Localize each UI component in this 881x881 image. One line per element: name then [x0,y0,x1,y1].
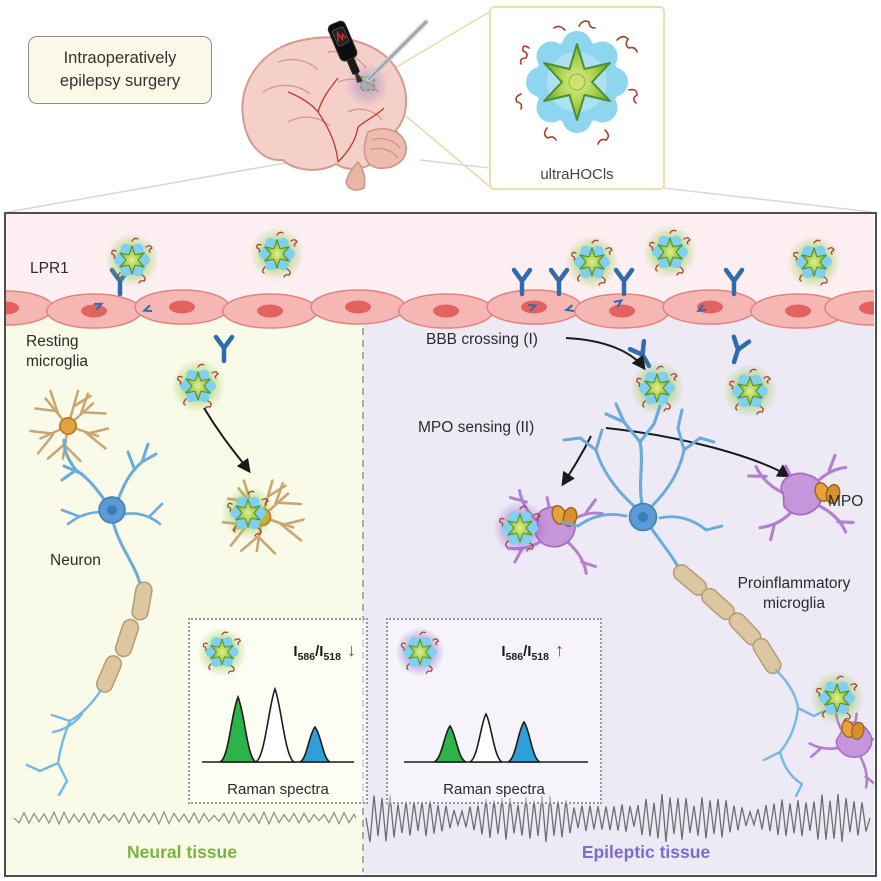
peak-middle [252,686,298,763]
intensity-ratio: I586/I518↓ [293,640,356,663]
neuron-left [60,438,164,586]
down-arrow-icon: ↓ [347,640,356,660]
surface-proteins [515,20,638,145]
peak-blue [507,720,541,763]
nanoparticle [723,364,777,418]
peak-blue [299,725,331,763]
title-line1: Intraoperatively [63,49,177,67]
uptake-arrow [203,407,251,474]
peak-green [433,724,467,763]
mpo-sensing-label: MPO sensing (II) [418,419,535,436]
nanoparticle [565,235,619,289]
lpr1-label: LPR1 [30,260,69,277]
mpo-sensing-arrow-left [561,435,592,487]
brain-arteries [287,77,385,163]
nanoparticle-large-icon [515,20,638,145]
nanoparticle [810,671,864,725]
neuron-label: Neuron [50,552,101,569]
ultrahocls-inset: ultraHOCls [489,6,665,190]
epileptic-tissue-label: Epileptic tissue [581,842,711,862]
neuron-left-nucleus [107,505,117,515]
stylus-edge [368,21,427,80]
main-panel: LPR1 Resting microglia Neuron BBB crossi… [4,212,877,877]
peak-green [219,694,257,763]
raman-spectrum-neural [202,686,354,763]
proinflammatory-label: Proinflammatory microglia [737,575,851,612]
cerebellum [363,128,407,169]
axon-terminal-right [762,668,850,798]
eeg-trace-epileptic [365,793,871,843]
nanoparticle [787,235,841,289]
title-line2: epilepsy surgery [59,72,181,91]
bbb-crossing-label: BBB crossing (I) [426,331,538,348]
peak-middle [469,712,503,763]
bbb-endothelial-cells [6,289,874,329]
nanoparticle [630,361,684,415]
raman-inset-epileptic: I586/I518↑ Raman spectra [386,618,602,804]
intensity-ratio: I586/I518↑ [501,640,564,663]
cerebellum-stripes [369,137,401,159]
nanoparticle-icon [194,624,250,680]
cell-nuclei [6,300,874,318]
raman-caption: Raman spectra [443,781,545,798]
nanoparticle [105,233,159,287]
nanoparticle [643,225,697,279]
neuron-right [560,402,724,567]
inset-label: ultraHOCls [540,166,614,183]
nanoparticle-activated [493,501,547,555]
brainstem [345,160,366,191]
raman-caption: Raman spectra [227,781,329,798]
axon-terminal-left [25,688,103,797]
mpo-label: MPO [828,493,864,510]
nanoparticle [221,486,275,540]
nanoparticle [171,359,225,413]
resting-microglia-label: Resting microglia [26,333,89,370]
eeg-trace-normal [13,810,357,826]
title-box: Intraoperatively epilepsy surgery [28,36,212,105]
neuron-right-nucleus [638,512,648,522]
nanoparticle-icon [392,624,448,680]
nanoparticle [250,227,304,281]
bbb-crossing-arrow [565,337,646,371]
transcytosis-ticks [93,298,707,313]
raman-spectrum-epileptic [404,712,588,763]
probe-signal-icon [336,30,347,42]
up-arrow-icon: ↑ [555,640,564,660]
raman-probe [327,20,363,84]
raman-inset-neural: I586/I518↓ Raman spectra [188,618,368,804]
neural-tissue-label: Neural tissue [127,842,237,862]
brain-illustration [241,19,429,191]
